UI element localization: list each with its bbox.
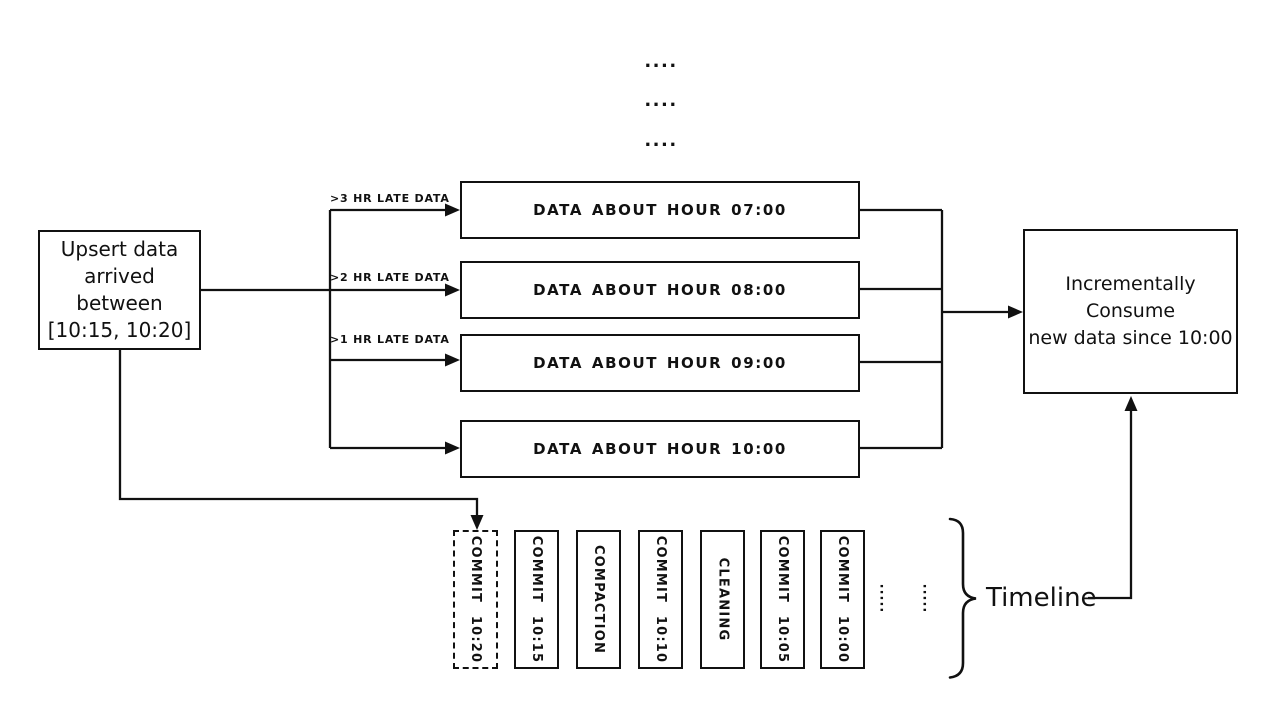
upsert-line-3: [10:15, 10:20] [40, 317, 199, 344]
upsert-data-text: Upsert data arrived between [10:15, 10:2… [40, 236, 199, 344]
late-data-label-2hr: >2 HR LATE DATA [330, 271, 442, 284]
timeline-event-label: COMMIT 10:00 [835, 536, 850, 663]
timeline-ellipsis-dots: ..... [877, 583, 892, 613]
timeline-brace-icon [950, 519, 976, 678]
arrowhead-icon [445, 204, 460, 217]
timeline-ellipsis-dots: ..... [920, 583, 935, 613]
incremental-consume-box: Incrementally Consume new data since 10:… [1023, 229, 1238, 394]
timeline-event-commit-1000: COMMIT 10:00 [820, 530, 865, 669]
timeline-event-label: COMMIT 10:05 [775, 536, 790, 663]
timeline-event-commit-1015: COMMIT 10:15 [514, 530, 559, 669]
timeline-label: Timeline [986, 583, 1097, 613]
hour-box-label: DATA ABOUT HOUR 07:00 [533, 201, 787, 219]
timeline-event-commit-1010: COMMIT 10:10 [638, 530, 683, 669]
timeline-event-cleaning: CLEANING [700, 530, 745, 669]
timeline-event-label: COMMIT 10:20 [468, 536, 483, 663]
incremental-consume-text: Incrementally Consume new data since 10:… [1025, 271, 1236, 352]
upsert-data-box: Upsert data arrived between [10:15, 10:2… [38, 230, 201, 350]
hour-box-0700: DATA ABOUT HOUR 07:00 [460, 181, 860, 239]
arrowhead-icon [445, 442, 460, 455]
timeline-event-label: CLEANING [715, 558, 730, 642]
arrowhead-icon [445, 284, 460, 297]
timeline-event-commit-1005: COMMIT 10:05 [760, 530, 805, 669]
top-ellipsis-row: .... [631, 130, 691, 151]
hour-box-1000: DATA ABOUT HOUR 10:00 [460, 420, 860, 478]
hour-box-0800: DATA ABOUT HOUR 08:00 [460, 261, 860, 319]
late-data-label-1hr: >1 HR LATE DATA [330, 333, 442, 346]
upsert-line-1: Upsert data [40, 236, 199, 263]
consume-line-2: new data since 10:00 [1025, 325, 1236, 352]
timeline-event-commit-1020: COMMIT 10:20 [453, 530, 498, 669]
timeline-event-compaction: COMPACTION [576, 530, 621, 669]
hour-box-label: DATA ABOUT HOUR 08:00 [533, 281, 787, 299]
upsert-line-2: arrived between [40, 263, 199, 317]
timeline-to-consume-connector [1088, 396, 1138, 598]
timeline-event-label: COMPACTION [591, 545, 606, 654]
hour-box-0900: DATA ABOUT HOUR 09:00 [460, 334, 860, 392]
arrowhead-icon [1125, 396, 1138, 411]
hour-box-label: DATA ABOUT HOUR 09:00 [533, 354, 787, 372]
upsert-to-commit-connector [120, 350, 484, 530]
arrowhead-icon [445, 354, 460, 367]
timeline-ellipsis: ..... [921, 576, 933, 620]
top-ellipsis-row: .... [631, 90, 691, 111]
hour-box-label: DATA ABOUT HOUR 10:00 [533, 440, 787, 458]
arrowhead-icon [471, 515, 484, 530]
collector-connector [860, 210, 1023, 448]
arrowhead-icon [1008, 306, 1023, 319]
fanout-connector [201, 204, 460, 455]
consume-line-1: Incrementally Consume [1025, 271, 1236, 325]
late-data-label-3hr: >3 HR LATE DATA [330, 192, 442, 205]
top-ellipsis-row: .... [631, 51, 691, 72]
timeline-event-label: COMMIT 10:10 [653, 536, 668, 663]
timeline-event-label: COMMIT 10:15 [529, 536, 544, 663]
timeline-ellipsis: ..... [878, 576, 890, 620]
